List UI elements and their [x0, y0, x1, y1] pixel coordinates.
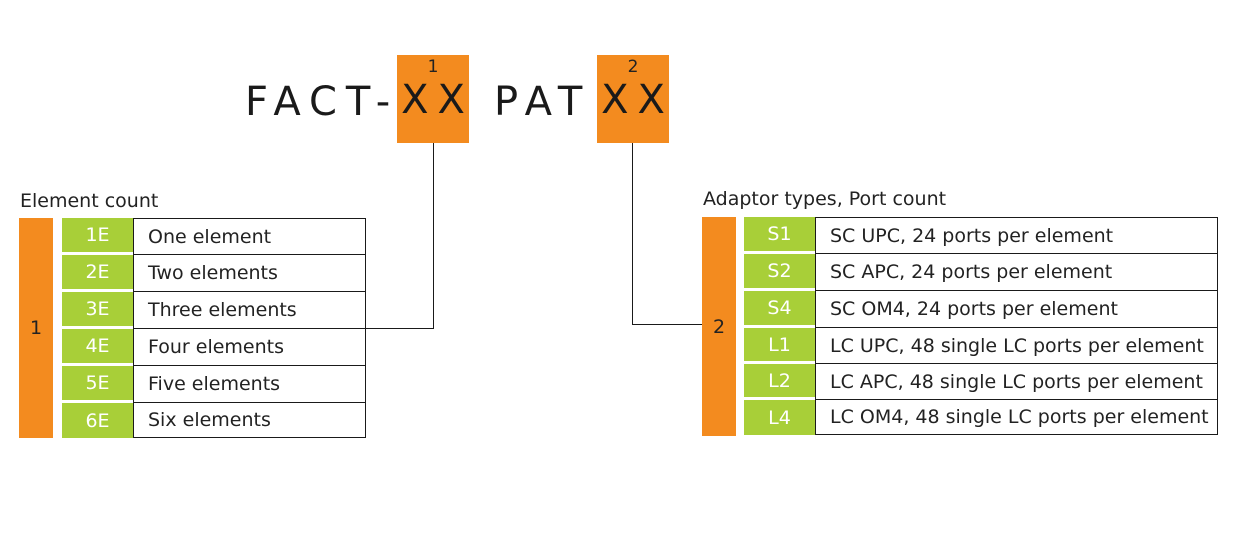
code-middle: PAT [494, 79, 592, 125]
connector-2-vertical [632, 143, 633, 325]
row-code: L4 [744, 400, 815, 435]
row-description: LC UPC, 48 single LC ports per element [815, 328, 1218, 364]
row-code: L2 [744, 364, 815, 400]
row-code: 6E [62, 403, 133, 438]
table-row: 1E One element [62, 218, 366, 255]
table-row: L4 LC OM4, 48 single LC ports per elemen… [744, 400, 1218, 435]
row-description: LC OM4, 48 single LC ports per element [815, 400, 1218, 435]
table-row: 2E Two elements [62, 255, 366, 292]
connector-1-vertical [433, 143, 434, 329]
code-slot-1: 1 XX [397, 55, 469, 143]
row-description: Five elements [133, 366, 366, 403]
code-prefix: FACT- [245, 79, 400, 125]
element-count-marker: 1 [19, 218, 53, 438]
element-count-heading: Element count [20, 190, 159, 212]
table-row: 6E Six elements [62, 403, 366, 438]
slot-1-number: 1 [427, 57, 439, 77]
row-description: LC APC, 48 single LC ports per element [815, 364, 1218, 400]
table-row: S4 SC OM4, 24 ports per element [744, 291, 1218, 328]
row-description: SC APC, 24 ports per element [815, 254, 1218, 291]
row-code: L1 [744, 328, 815, 364]
row-code: S2 [744, 254, 815, 291]
row-description: SC OM4, 24 ports per element [815, 291, 1218, 328]
table-row: L2 LC APC, 48 single LC ports per elemen… [744, 364, 1218, 400]
table-row: S2 SC APC, 24 ports per element [744, 254, 1218, 291]
code-slot-2: 2 XX [597, 55, 669, 143]
table-row: L1 LC UPC, 48 single LC ports per elemen… [744, 328, 1218, 364]
table-row: S1 SC UPC, 24 ports per element [744, 217, 1218, 254]
row-description: Two elements [133, 255, 366, 292]
adaptor-types-marker: 2 [702, 217, 736, 436]
element-count-table: 1E One element 2E Two elements 3E Three … [62, 218, 366, 438]
row-code: 2E [62, 255, 133, 292]
slot-1-placeholder: XX [401, 77, 474, 123]
connector-2-horizontal [632, 324, 702, 325]
adaptor-types-table: S1 SC UPC, 24 ports per element S2 SC AP… [744, 217, 1218, 435]
row-code: 5E [62, 366, 133, 403]
row-description: One element [133, 218, 366, 255]
adaptor-types-marker-label: 2 [712, 315, 726, 338]
table-row: 5E Five elements [62, 366, 366, 403]
row-code: S4 [744, 291, 815, 328]
row-code: S1 [744, 217, 815, 254]
element-count-marker-label: 1 [29, 317, 43, 339]
adaptor-types-heading: Adaptor types, Port count [703, 188, 947, 210]
row-description: Six elements [133, 403, 366, 438]
table-row: 4E Four elements [62, 329, 366, 366]
row-description: SC UPC, 24 ports per element [815, 217, 1218, 254]
table-row: 3E Three elements [62, 292, 366, 329]
row-description: Four elements [133, 329, 366, 366]
row-code: 1E [62, 218, 133, 255]
connector-1-horizontal [366, 328, 434, 329]
row-code: 3E [62, 292, 133, 329]
row-code: 4E [62, 329, 133, 366]
row-description: Three elements [133, 292, 366, 329]
slot-2-number: 2 [627, 57, 639, 77]
slot-2-placeholder: XX [601, 77, 674, 123]
